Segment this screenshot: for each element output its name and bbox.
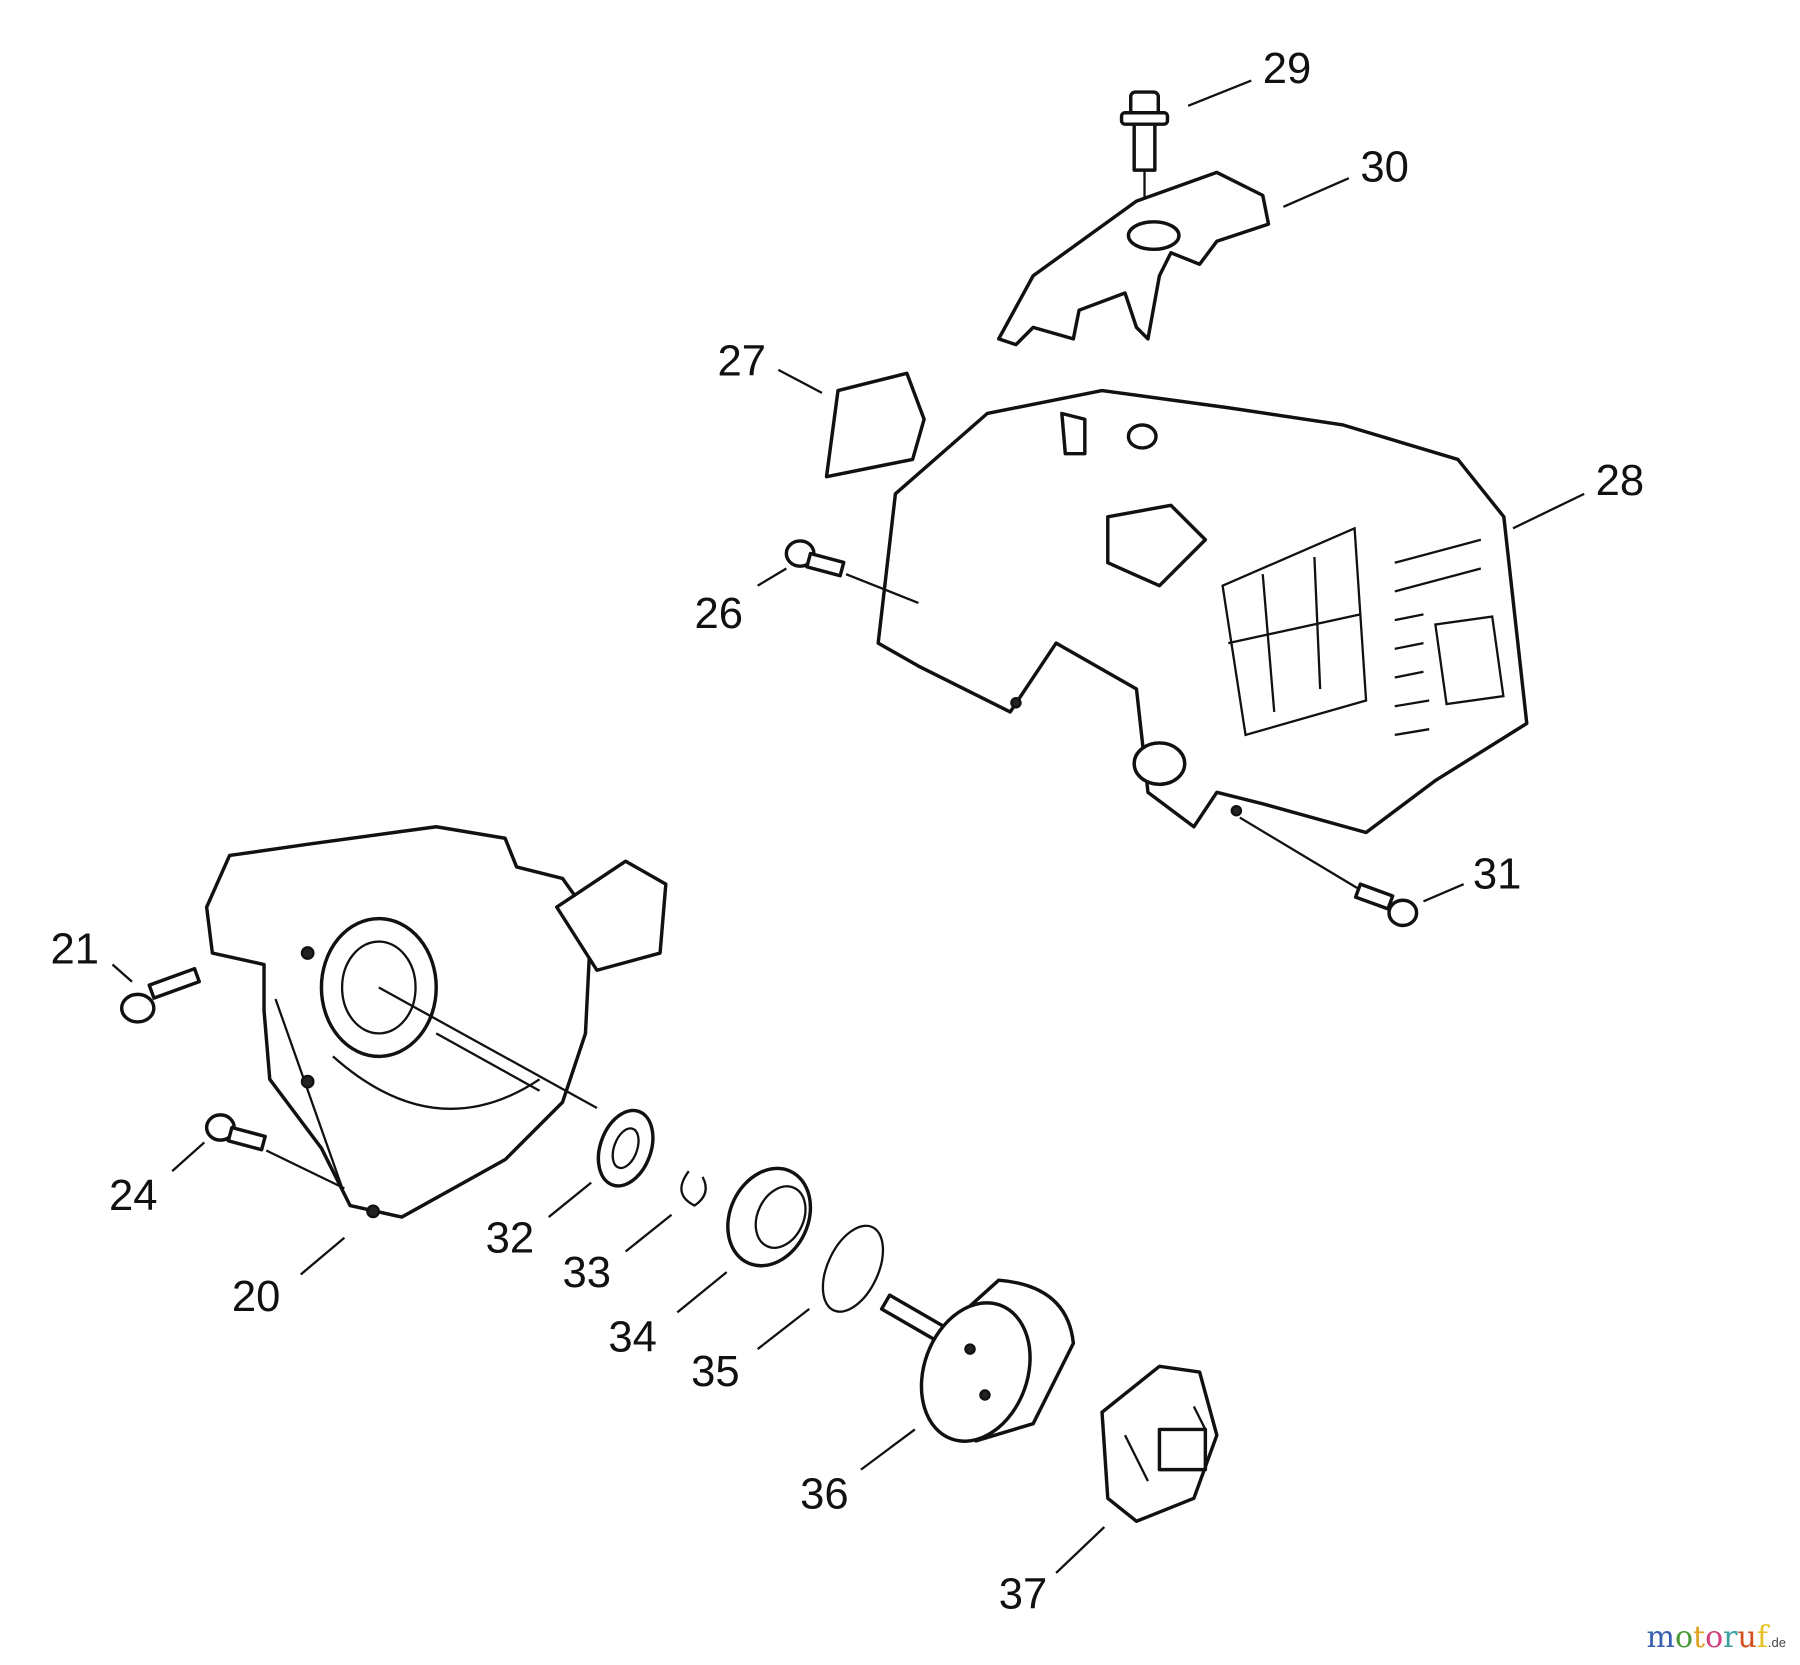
leader-lines [111, 79, 1585, 1574]
watermark-tld: .de [1767, 1635, 1786, 1650]
callout-30: 30 [1360, 144, 1409, 192]
callout-26: 26 [695, 590, 744, 638]
part-26-screw [784, 539, 919, 604]
callout-35: 35 [691, 1348, 740, 1396]
callout-20: 20 [232, 1273, 281, 1321]
callout-28: 28 [1596, 457, 1645, 505]
part-24-screw [204, 1113, 345, 1190]
watermark-logo: motoruf.de [1647, 1620, 1787, 1655]
callout-24: 24 [109, 1172, 158, 1220]
watermark-letter: t [1693, 1620, 1706, 1655]
callout-32: 32 [486, 1215, 535, 1263]
callout-21: 21 [51, 925, 100, 973]
watermark-letter: r [1723, 1620, 1738, 1655]
part-34-bearing [726, 1166, 813, 1268]
part-32-oil-seal [596, 1108, 655, 1188]
watermark-letter: m [1646, 1620, 1675, 1655]
callout-34: 34 [608, 1313, 657, 1361]
part-35-circlip [821, 1224, 885, 1313]
callout-37: 37 [999, 1571, 1048, 1619]
callout-36: 36 [800, 1471, 849, 1519]
part-37-clutch-shoe [1100, 1364, 1219, 1523]
part-29-screw [1119, 90, 1170, 230]
watermark-brand: motoruf [1647, 1620, 1768, 1655]
watermark-letter: f [1756, 1620, 1768, 1655]
part-21-bolt [119, 966, 201, 1024]
part-36-clutch-drum [879, 1278, 1076, 1443]
callout-27: 27 [717, 338, 766, 386]
callout-33: 33 [563, 1249, 612, 1297]
part-28-engine-cover [876, 388, 1529, 835]
part-31-screw [1239, 816, 1419, 928]
watermark-letter: u [1737, 1620, 1757, 1655]
part-33-clip [680, 1170, 707, 1207]
part-30-top-cover [997, 170, 1271, 347]
watermark-letter: o [1705, 1620, 1724, 1655]
callout-29: 29 [1263, 45, 1312, 93]
part-20-clutch-housing [204, 825, 668, 1219]
part-27-gasket [824, 371, 926, 479]
callout-31: 31 [1473, 851, 1522, 899]
watermark-letter: o [1674, 1620, 1694, 1655]
